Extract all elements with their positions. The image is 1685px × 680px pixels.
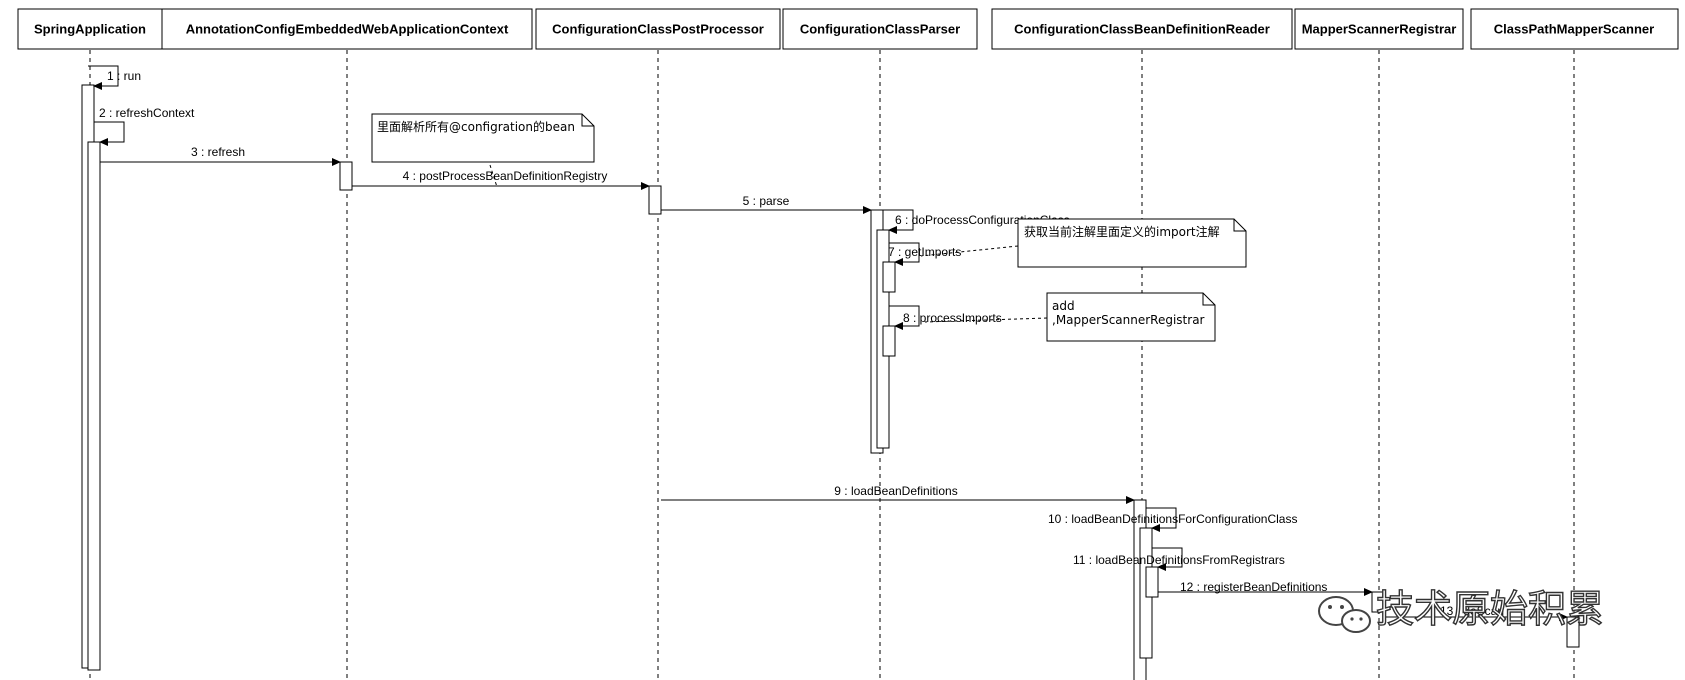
- note-connector: [924, 317, 1048, 323]
- note-connector: [920, 245, 1019, 257]
- note-2-text: 获取当前注解里面定义的import注解: [1024, 224, 1220, 239]
- activation-bar: [648, 185, 662, 215]
- participant-label-configuration-class-parser: ConfigurationClassParser: [800, 21, 960, 36]
- message-1-arrow: [88, 65, 119, 90]
- note-1-text: 里面解析所有@configration的bean: [377, 119, 575, 134]
- message-11-arrow: [1152, 547, 1183, 571]
- activation-bar: [1371, 591, 1385, 613]
- activation-bar: [87, 141, 101, 671]
- activation-bar: [1145, 566, 1159, 598]
- note-fold: [1233, 219, 1246, 232]
- activation-bar: [882, 261, 896, 293]
- participant-box-configuration-class-parser: [782, 8, 978, 50]
- message-8-label: 8 : processImports: [903, 311, 1002, 325]
- note-2: [1017, 218, 1247, 268]
- participant-box-annotation-config-embedded-web-application-context: [161, 8, 533, 50]
- note-3: [1046, 292, 1216, 342]
- note-fold: [1202, 293, 1215, 306]
- note-3-text: ,MapperScannerRegistrar: [1052, 313, 1205, 327]
- participant-box-class-path-mapper-scanner: [1470, 8, 1679, 50]
- participant-box-configuration-class-bean-definition-reader: [991, 8, 1293, 50]
- wechat-icon: [1318, 596, 1371, 633]
- message-5-label: 5 : parse: [743, 194, 790, 208]
- message-13-label: 13 : doScan: [1440, 604, 1504, 618]
- participant-box-configuration-class-post-processor: [535, 8, 781, 50]
- message-11-label: 11 : loadBeanDefinitionsFromRegistrars: [1073, 553, 1285, 567]
- participant-label-configuration-class-bean-definition-reader: ConfigurationClassBeanDefinitionReader: [1014, 21, 1270, 36]
- note-3-text: add: [1052, 299, 1075, 313]
- participant-label-spring-application: SpringApplication: [34, 21, 146, 36]
- note-fold: [581, 114, 594, 127]
- message-2-label: 2 : refreshContext: [99, 106, 195, 120]
- message-10-arrow: [1146, 507, 1177, 532]
- message-9-label: 9 : loadBeanDefinitions: [834, 484, 957, 498]
- activation-bar: [339, 161, 353, 191]
- activation-bar: [882, 325, 896, 357]
- message-1-label: 1 : run: [107, 69, 141, 83]
- watermark-text: 技术原始积累: [1376, 587, 1604, 631]
- note-1: [371, 113, 595, 163]
- message-10-label: 10 : loadBeanDefinitionsForConfiguration…: [1048, 512, 1297, 526]
- message-4-label: 4 : postProcessBeanDefinitionRegistry: [403, 169, 608, 183]
- message-2-arrow: [94, 121, 125, 146]
- participant-box-spring-application: [17, 8, 165, 50]
- message-7-arrow: [889, 242, 920, 266]
- participant-label-configuration-class-post-processor: ConfigurationClassPostProcessor: [552, 21, 764, 36]
- participant-box-mapper-scanner-registrar: [1294, 8, 1464, 50]
- participant-label-class-path-mapper-scanner: ClassPathMapperScanner: [1494, 21, 1654, 36]
- message-12-label: 12 : registerBeanDefinitions: [1180, 580, 1327, 594]
- note-connector: [489, 164, 498, 188]
- message-8-arrow: [889, 305, 920, 330]
- message-3-label: 3 : refresh: [191, 145, 245, 159]
- participant-label-annotation-config-embedded-web-application-context: AnnotationConfigEmbeddedWebApplicationCo…: [186, 21, 509, 36]
- message-7-label: 7 : getImports: [888, 245, 961, 259]
- participant-label-mapper-scanner-registrar: MapperScannerRegistrar: [1302, 21, 1457, 36]
- message-6-arrow: [883, 209, 914, 234]
- activation-bar: [1566, 616, 1580, 648]
- watermark: 技术原始积累: [1318, 586, 1605, 633]
